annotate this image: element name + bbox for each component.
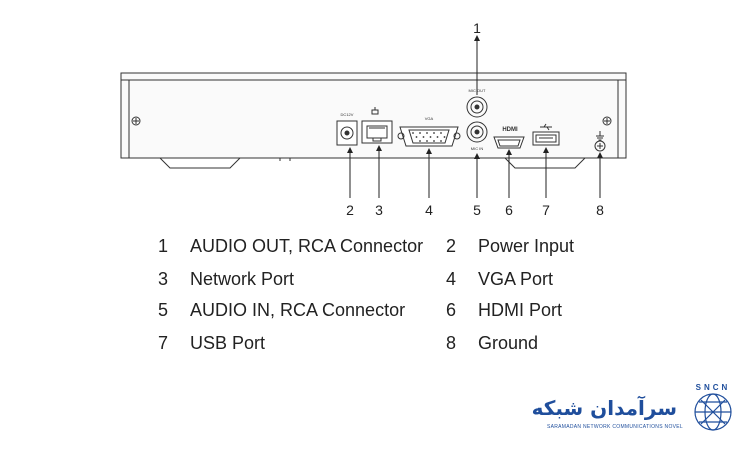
callout-8: 8 bbox=[596, 202, 604, 218]
leader-lines bbox=[347, 35, 603, 198]
legend-item-1: 1 AUDIO OUT, RCA Connector bbox=[158, 236, 423, 257]
usb-port bbox=[532, 131, 560, 146]
legend-label: Power Input bbox=[478, 236, 575, 256]
legend-item-4: 4 VGA Port bbox=[446, 269, 553, 290]
legend-item-3: 3 Network Port bbox=[158, 269, 294, 290]
legend-number: 3 bbox=[158, 269, 169, 289]
audio-in-rca-connector bbox=[466, 121, 488, 143]
ground-icon bbox=[596, 131, 604, 141]
legend-item-5: 5 AUDIO IN, RCA Connector bbox=[158, 300, 405, 321]
vga-label: VGA bbox=[425, 116, 434, 121]
legend-label: Network Port bbox=[190, 269, 295, 289]
vga-pin bbox=[440, 132, 442, 134]
legend-item-7: 7 USB Port bbox=[158, 333, 265, 354]
hdmi-port bbox=[493, 136, 525, 149]
network-icon bbox=[371, 107, 379, 115]
vga-pin bbox=[433, 140, 435, 142]
screw-right bbox=[602, 116, 612, 126]
globe-logo-icon: SNCN bbox=[694, 383, 732, 431]
vga-pin bbox=[415, 136, 418, 138]
network-port bbox=[361, 120, 393, 144]
company-logo: سرآمدان شبکه SARAMADAN NETWORK COMMUNICA… bbox=[532, 378, 745, 438]
legend-label: HDMI Port bbox=[478, 300, 563, 320]
vga-pin bbox=[436, 136, 439, 138]
ground-terminal bbox=[594, 140, 606, 152]
vga-pin bbox=[419, 132, 421, 134]
legend-number: 2 bbox=[446, 236, 457, 256]
vga-pin bbox=[412, 132, 414, 134]
vga-pin bbox=[419, 140, 421, 142]
legend-number: 1 bbox=[158, 236, 169, 256]
legend-label: VGA Port bbox=[478, 269, 554, 289]
legend-label: AUDIO IN, RCA Connector bbox=[190, 300, 406, 320]
legend-item-6: 6 HDMI Port bbox=[446, 300, 562, 321]
vga-pin bbox=[433, 132, 435, 134]
audio-out-rca-connector bbox=[466, 96, 488, 118]
legend-number: 6 bbox=[446, 300, 457, 320]
legend-item-8: 8 Ground bbox=[446, 333, 538, 354]
vga-pin bbox=[426, 140, 428, 142]
vga-port bbox=[397, 126, 461, 147]
nvr-rear-panel-diagram: DC12V VGA MIC OUT MIC IN HDMI bbox=[120, 35, 627, 198]
vga-pin bbox=[426, 132, 428, 134]
callout-3: 3 bbox=[375, 202, 383, 218]
power-input-port bbox=[336, 120, 358, 146]
mic-in-label: MIC IN bbox=[471, 146, 484, 151]
vga-pins bbox=[412, 132, 446, 142]
logo-mark-text: SNCN bbox=[696, 383, 731, 392]
callout-7: 7 bbox=[542, 202, 550, 218]
callout-4: 4 bbox=[425, 202, 433, 218]
legend-number: 4 bbox=[446, 269, 457, 289]
dc-label: DC12V bbox=[341, 112, 354, 117]
legend-label: AUDIO OUT, RCA Connector bbox=[190, 236, 424, 256]
callout-5: 5 bbox=[473, 202, 481, 218]
vga-pin bbox=[440, 140, 442, 142]
callout-1: 1 bbox=[473, 20, 481, 36]
vga-pin bbox=[429, 136, 432, 138]
legend-number: 5 bbox=[158, 300, 169, 320]
logo-subtitle: SARAMADAN NETWORK COMMUNICATIONS NOVEL bbox=[546, 424, 683, 430]
usb-icon bbox=[540, 123, 552, 131]
vga-pin bbox=[422, 136, 425, 138]
legend-label: Ground bbox=[478, 333, 539, 353]
chassis bbox=[120, 72, 627, 169]
hdmi-label: HDMI bbox=[502, 127, 518, 133]
screw-left bbox=[131, 116, 141, 126]
vga-pin bbox=[443, 136, 446, 138]
legend-number: 7 bbox=[158, 333, 169, 353]
logo-name: سرآمدان شبکه bbox=[531, 396, 677, 420]
legend-number: 8 bbox=[446, 333, 457, 353]
callout-6: 6 bbox=[505, 202, 513, 218]
legend-label: USB Port bbox=[190, 333, 266, 353]
callout-2: 2 bbox=[346, 202, 354, 218]
legend-item-2: 2 Power Input bbox=[446, 236, 574, 257]
